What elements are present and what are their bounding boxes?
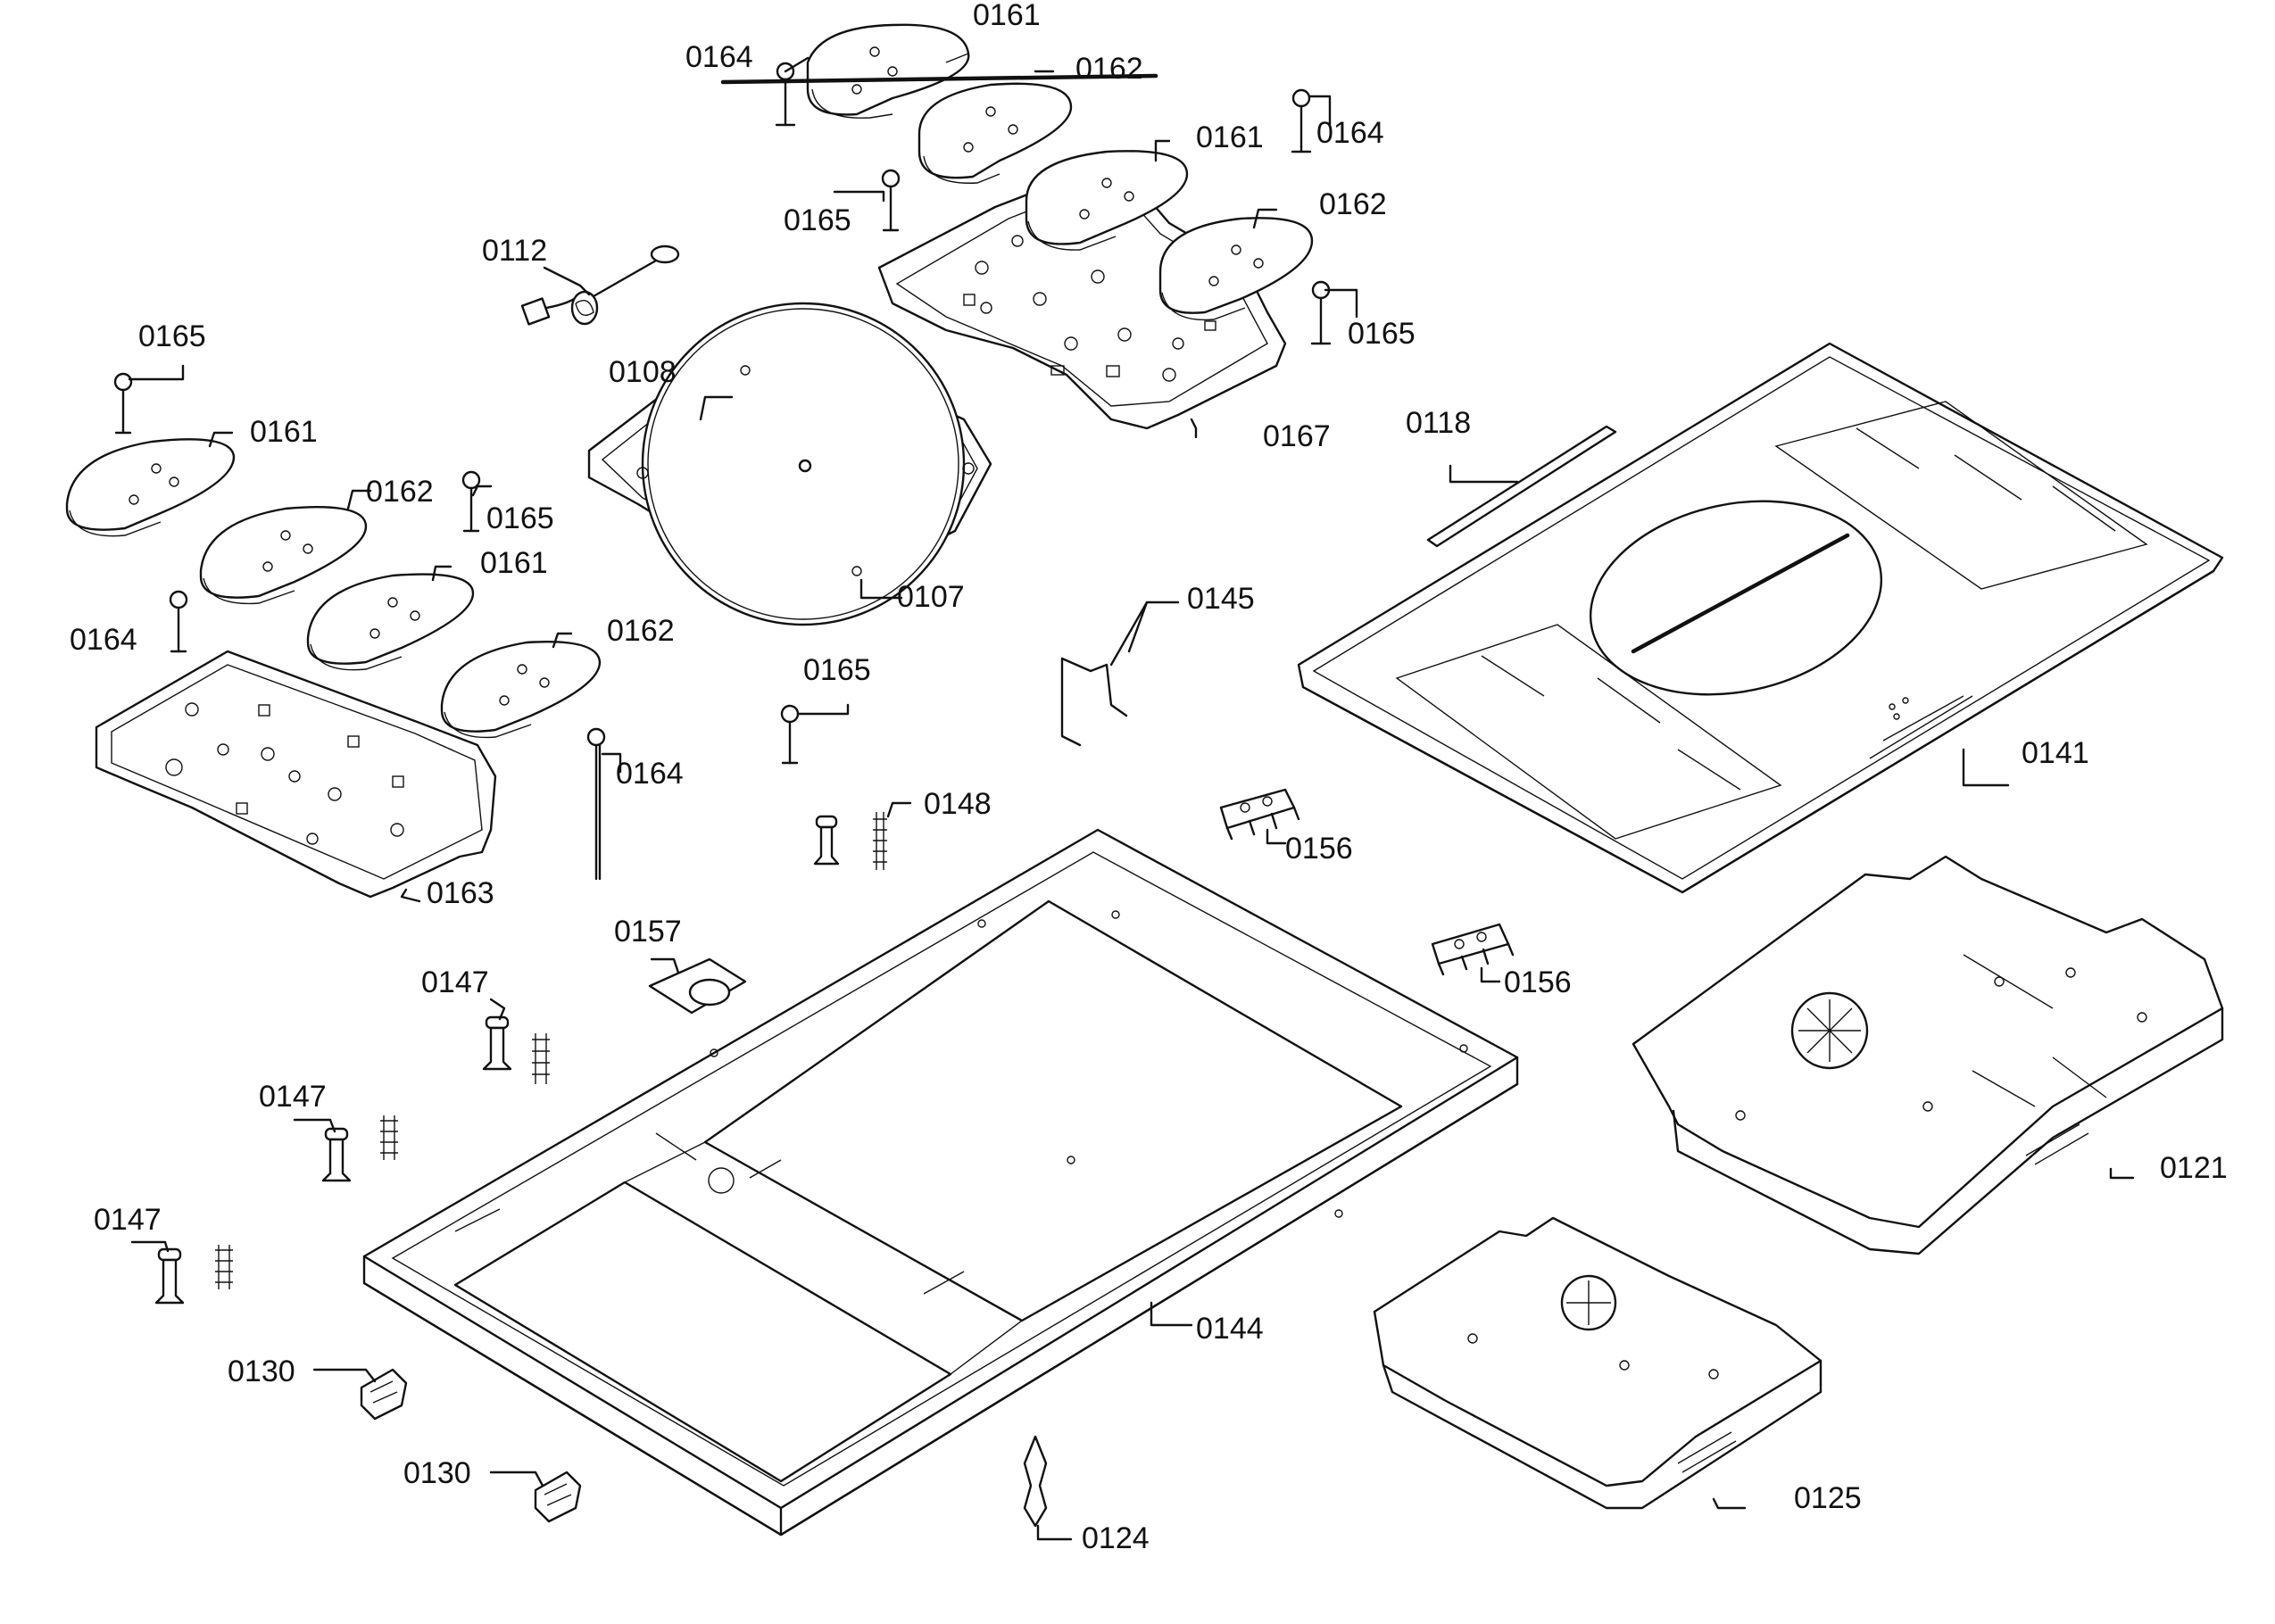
top-screw-0165a xyxy=(881,169,901,232)
fan-0125 xyxy=(1560,1274,1617,1331)
label-0125: 0125 xyxy=(1794,1481,1862,1515)
label-0165-mid: 0165 xyxy=(803,653,871,687)
top-screw-0165b xyxy=(1310,280,1332,345)
label-0167: 0167 xyxy=(1263,419,1331,453)
label-0162-top: 0162 xyxy=(1075,52,1143,86)
label-0157: 0157 xyxy=(614,915,682,949)
fan-0121 xyxy=(1790,991,1869,1070)
left-coil-1 xyxy=(65,438,236,537)
label-0145: 0145 xyxy=(1187,582,1255,616)
label-0148: 0148 xyxy=(924,787,992,821)
label-0144: 0144 xyxy=(1196,1312,1264,1346)
label-0165-left-top: 0165 xyxy=(138,319,206,353)
top-coil-1 xyxy=(806,23,970,119)
label-0156-lower: 0156 xyxy=(1504,965,1572,999)
label-0108: 0108 xyxy=(609,355,677,389)
left-coil-3 xyxy=(306,573,475,671)
label-0121: 0121 xyxy=(2160,1151,2228,1185)
label-0165-left: 0165 xyxy=(486,501,554,535)
label-0124: 0124 xyxy=(1082,1521,1150,1555)
left-screw-0165b xyxy=(461,470,481,533)
label-0156-upper: 0156 xyxy=(1285,832,1353,866)
top-plate-holes xyxy=(963,235,1216,382)
label-0130-lower: 0130 xyxy=(403,1456,471,1490)
top-coil-2 xyxy=(917,82,1073,184)
foot-0147c xyxy=(154,1245,233,1305)
clip-0130a xyxy=(360,1368,408,1421)
part-labels: 0161 0164 0162 0164 0161 0165 0162 0112 … xyxy=(70,0,2228,1555)
label-0112: 0112 xyxy=(482,234,547,268)
glass-round-zone xyxy=(1589,500,1883,696)
foot-0148 xyxy=(813,812,887,870)
electronics-module-0125 xyxy=(1373,1216,1822,1510)
label-0162-left-low: 0162 xyxy=(607,614,675,648)
electronics-module-0121 xyxy=(1632,855,2224,1255)
label-0164-left-low: 0164 xyxy=(616,757,684,791)
clip-0156b xyxy=(1431,923,1515,976)
label-0161-top: 0161 xyxy=(973,0,1041,32)
top-screw-0164a xyxy=(775,62,796,127)
left-rod-0164b xyxy=(586,727,606,881)
label-0164-top-right: 0164 xyxy=(1316,116,1384,150)
label-0161-left: 0161 xyxy=(250,415,318,449)
label-0130-upper: 0130 xyxy=(228,1355,295,1388)
round-coil-disc xyxy=(641,302,966,626)
label-0161-left-mid: 0161 xyxy=(480,546,548,580)
leader-lines xyxy=(128,56,2135,1541)
top-screw-0164b xyxy=(1291,88,1312,153)
left-plate-holes xyxy=(165,702,404,845)
left-coil-4 xyxy=(440,641,602,739)
round-coil-assembly xyxy=(587,302,992,626)
foot-0147a xyxy=(482,1015,550,1084)
clip-0156a xyxy=(1219,788,1300,841)
left-coil-group xyxy=(65,372,606,899)
top-rod-0162 xyxy=(720,73,1158,85)
left-screw-0164a xyxy=(169,590,188,653)
label-0107: 0107 xyxy=(897,580,965,614)
top-coil-4 xyxy=(1158,217,1314,321)
label-0163: 0163 xyxy=(427,876,494,910)
label-0141: 0141 xyxy=(2022,736,2089,770)
glass-cooktop-0141 xyxy=(1297,342,2224,894)
temperature-sensor xyxy=(520,244,680,326)
screw-0165-mid xyxy=(780,704,800,765)
label-0147-mid: 0147 xyxy=(259,1080,327,1114)
label-0165-upper: 0165 xyxy=(784,203,851,237)
label-0165-top-right: 0165 xyxy=(1348,317,1416,351)
edge-strip-0118 xyxy=(1426,425,1617,548)
grommet-0157 xyxy=(648,957,747,1015)
bracket-0145 xyxy=(1060,657,1128,747)
pin-0124 xyxy=(1023,1435,1048,1528)
top-coil-group xyxy=(720,23,1332,430)
label-0164-left: 0164 xyxy=(70,623,137,657)
left-carrier-plate-0163 xyxy=(95,650,497,899)
label-0147-lower: 0147 xyxy=(94,1203,162,1237)
label-0147-upper: 0147 xyxy=(421,965,489,999)
top-coil-3 xyxy=(1025,150,1189,251)
housing-frame-0144 xyxy=(362,828,1519,1537)
label-0164-top-left: 0164 xyxy=(685,40,753,74)
label-0162-left: 0162 xyxy=(366,475,434,509)
clip-0130b xyxy=(534,1471,582,1523)
left-coil-2 xyxy=(199,506,368,605)
foot-0147b xyxy=(321,1115,398,1182)
left-screw-0165a xyxy=(113,372,133,435)
label-0161-upper: 0161 xyxy=(1196,120,1264,154)
label-0162-upper: 0162 xyxy=(1319,187,1387,221)
label-0118: 0118 xyxy=(1406,406,1471,440)
glass-controls xyxy=(1869,695,1973,759)
